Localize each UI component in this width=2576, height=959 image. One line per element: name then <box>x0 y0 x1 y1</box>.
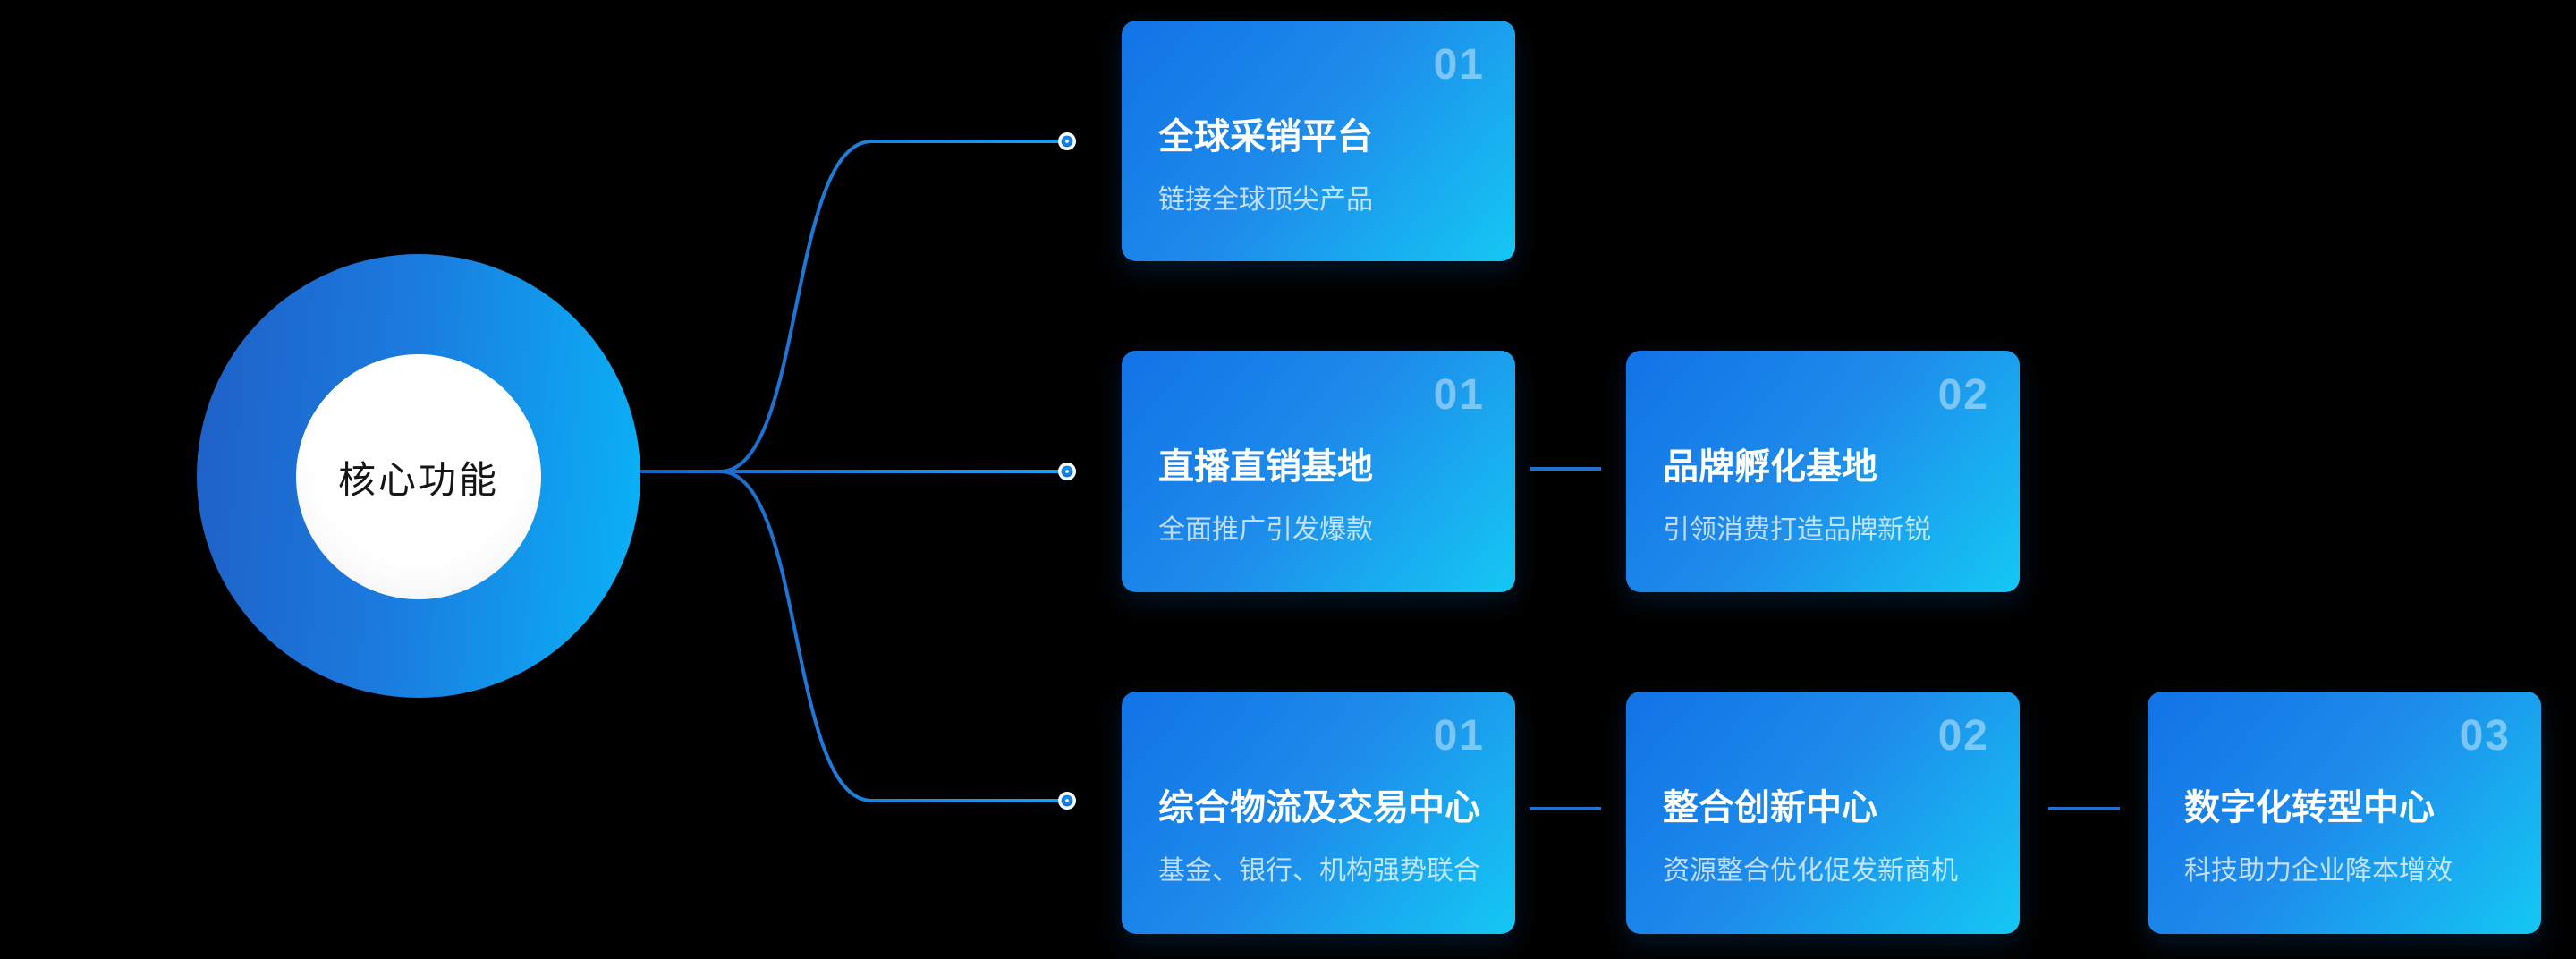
feature-card-row3-col2: 02 整合创新中心 资源整合优化促发新商机 <box>1626 692 2020 934</box>
branch-line-bottom <box>718 470 1069 802</box>
card-subtitle: 资源整合优化促发新商机 <box>1663 856 1958 886</box>
card-title: 数字化转型中心 <box>2184 788 2435 827</box>
card-number: 01 <box>1433 371 1485 419</box>
feature-card-row2-col1: 01 直播直销基地 全面推广引发爆款 <box>1122 351 1515 592</box>
card-title: 全球采销平台 <box>1158 117 1373 157</box>
card-subtitle: 科技助力企业降本增效 <box>2184 856 2453 886</box>
core-hub-label: 核心功能 <box>337 458 499 501</box>
card-number: 02 <box>1937 712 1989 760</box>
card-title: 整合创新中心 <box>1663 788 1877 827</box>
feature-card-row2-col2: 02 品牌孵化基地 引领消费打造品牌新锐 <box>1626 351 2020 592</box>
card-number: 01 <box>1433 712 1485 760</box>
card-subtitle: 链接全球顶尖产品 <box>1158 185 1373 215</box>
connector-dot-row3 <box>1058 792 1076 810</box>
feature-card-row1-col1: 01 全球采销平台 链接全球顶尖产品 <box>1122 21 1515 261</box>
connector-dot-row1 <box>1058 132 1076 150</box>
core-hub-core: 核心功能 <box>296 354 541 599</box>
branch-line-top <box>718 140 1069 473</box>
card-title: 品牌孵化基地 <box>1663 447 1877 487</box>
card-number: 03 <box>2459 712 2511 760</box>
card-number: 01 <box>1433 41 1485 89</box>
feature-card-row3-col3: 03 数字化转型中心 科技助力企业降本增效 <box>2148 692 2541 934</box>
card-number: 02 <box>1937 371 1989 419</box>
card-title: 直播直销基地 <box>1158 447 1373 487</box>
connector-dot-row2 <box>1058 463 1076 480</box>
card-subtitle: 全面推广引发爆款 <box>1158 515 1373 545</box>
feature-card-row3-col1: 01 综合物流及交易中心 基金、银行、机构强势联合 <box>1122 692 1515 934</box>
card-subtitle: 基金、银行、机构强势联合 <box>1158 856 1480 886</box>
card-subtitle: 引领消费打造品牌新锐 <box>1663 515 1931 545</box>
card-title: 综合物流及交易中心 <box>1158 788 1480 827</box>
